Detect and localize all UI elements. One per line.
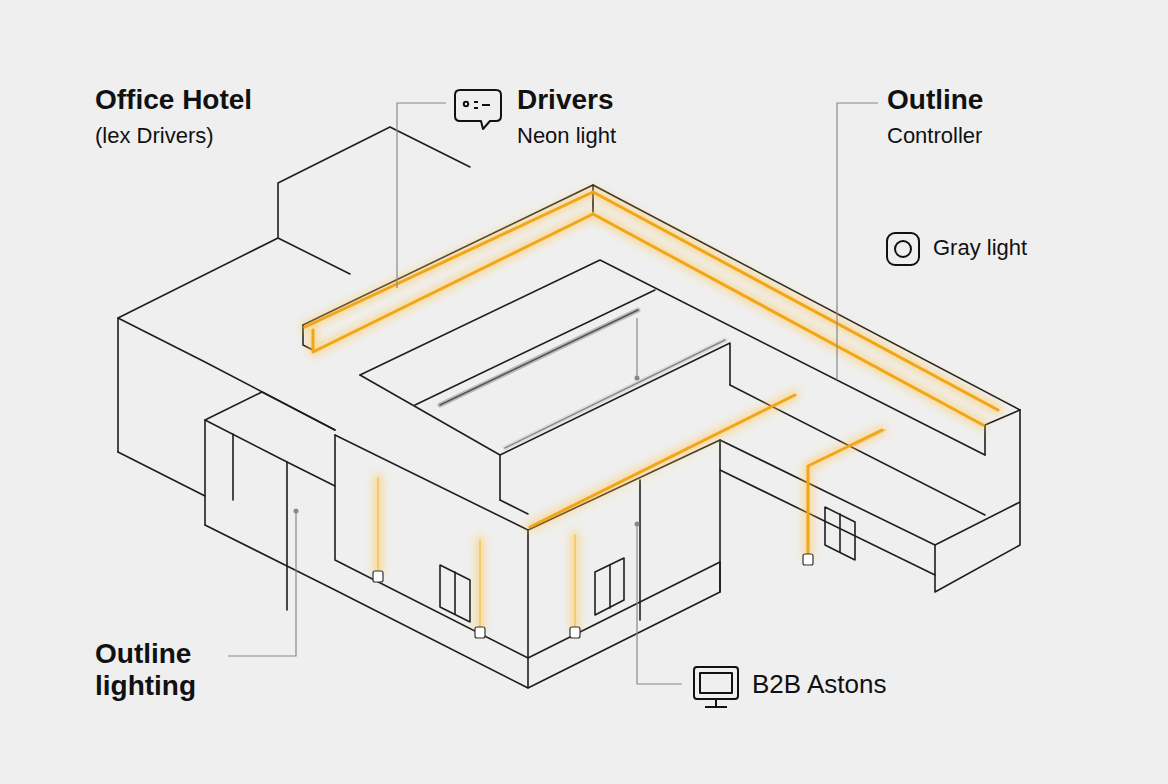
callout-label: (lex Drivers) [95, 123, 214, 148]
monitor-icon [694, 667, 738, 707]
callout-label: B2B Astons [752, 670, 886, 700]
callout-label: Outline lighting [95, 638, 235, 702]
chat-icon [455, 90, 501, 129]
gray-light-icon [887, 233, 919, 265]
callout-label: Controller [887, 123, 982, 148]
leader-dots [294, 376, 640, 527]
leader-lines [228, 103, 878, 684]
lamp-fixtures [373, 554, 813, 638]
gray-light-tubes [440, 310, 885, 448]
callout-label: Outline [887, 84, 983, 116]
title-text: Office Hotel [95, 84, 252, 116]
building-lines [118, 127, 1020, 688]
neon-lines [305, 192, 998, 628]
callout-label: Neon light [517, 123, 616, 148]
callout-label: Drivers [517, 84, 614, 116]
callout-label: Gray light [933, 235, 1027, 260]
